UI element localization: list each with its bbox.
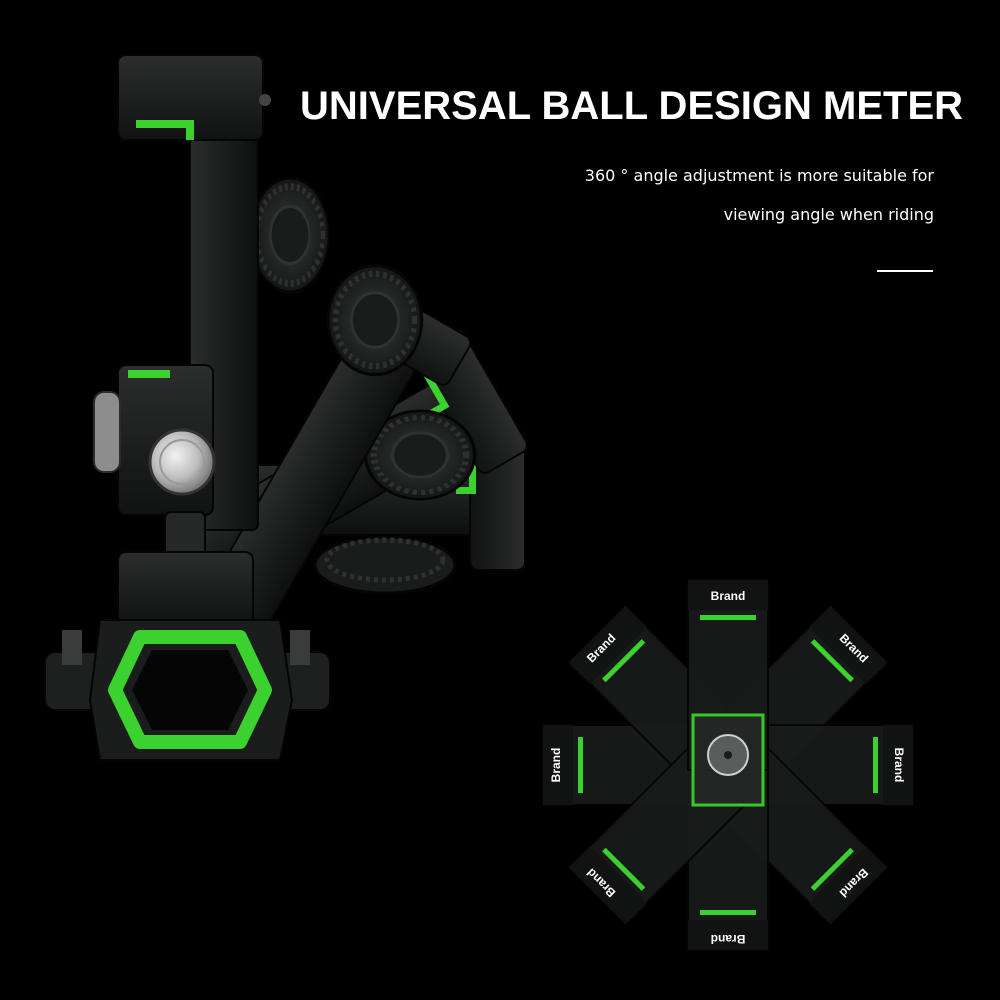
brand-label-left: Brand	[549, 748, 563, 783]
handlebar-clamp	[44, 619, 331, 761]
gear-wheel-2	[328, 265, 422, 374]
lock-knob	[148, 428, 216, 496]
brand-label-right: Brand	[892, 748, 906, 783]
brand-label-top: Brand	[711, 589, 746, 603]
brand-label-bottom: Brand	[711, 932, 746, 946]
gear-wheel-1	[251, 178, 329, 292]
upright-arm	[117, 54, 271, 531]
side-knob	[93, 391, 121, 473]
gear-wheel-bottom	[313, 535, 457, 595]
divider-line	[877, 270, 933, 272]
headline: UNIVERSAL BALL DESIGN METER	[300, 84, 964, 128]
description-line-1: 360 ° angle adjustment is more suitable …	[584, 166, 934, 185]
rotation-diagram: Brand Brand Brand Brand Brand Brand Bran…	[542, 579, 914, 951]
description-line-2: viewing angle when riding	[723, 205, 934, 224]
